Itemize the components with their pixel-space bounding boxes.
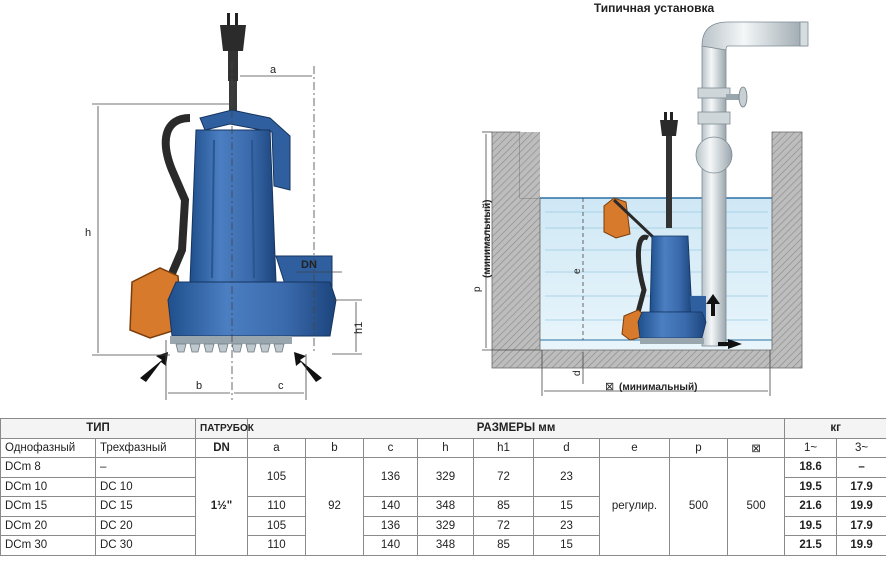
- cell-h1: 72: [473, 515, 534, 536]
- th-tip: ТИП: [0, 418, 196, 439]
- dim-a-label: a: [270, 64, 277, 76]
- dim-c-label: c: [278, 380, 284, 392]
- table-row: DCm 30 DC 30 110 140 348 85 15 21.5 19.9: [0, 535, 886, 556]
- dim-b-label: b: [196, 380, 202, 392]
- th-three: Трехфазный: [95, 437, 196, 458]
- cell-h: 348: [417, 535, 474, 556]
- cell-d: 15: [533, 535, 600, 556]
- cell-d: 15: [533, 496, 600, 517]
- cell-b: 92: [305, 457, 364, 556]
- th-h: h: [417, 437, 474, 458]
- cell-kg1: 19.5: [784, 476, 838, 497]
- cell-kg1: 21.6: [784, 496, 838, 517]
- cell-d: 23: [533, 515, 600, 536]
- cell-c: 140: [363, 535, 418, 556]
- cell-a: 105: [247, 457, 306, 497]
- th-h1: h1: [473, 437, 534, 458]
- th-single: Однофазный: [0, 437, 96, 458]
- th-e: e: [599, 437, 670, 458]
- table-row: DCm 8 – 1½" 105 92 136 329 72 23 регулир…: [0, 457, 886, 556]
- cell-h: 348: [417, 496, 474, 517]
- header-row-2: Однофазный Трехфазный DN a b c h h1 d e …: [0, 437, 886, 458]
- cell-three: DC 15: [95, 496, 196, 517]
- cell-h: 329: [417, 515, 474, 536]
- cell-dn: 1½": [195, 457, 248, 556]
- cell-kg1: 19.5: [784, 515, 838, 536]
- install-title: Типичная установка: [594, 1, 715, 15]
- cell-h1: 85: [473, 496, 534, 517]
- th-a: a: [247, 437, 306, 458]
- th-p: p: [669, 437, 728, 458]
- cell-p: 500: [669, 457, 728, 556]
- dim-e-label: e: [572, 268, 583, 274]
- cell-single: DCm 15: [0, 496, 96, 517]
- inlet-arrow-right-icon: [294, 352, 322, 382]
- th-b: b: [305, 437, 364, 458]
- cell-h: 329: [417, 457, 474, 497]
- cell-a: 105: [247, 515, 306, 536]
- dim-p-note: (минимальный): [482, 200, 493, 278]
- cell-a: 110: [247, 496, 306, 517]
- cell-kg1: 18.6: [784, 457, 838, 478]
- th-razmery: РАЗМЕРЫ мм: [246, 418, 786, 439]
- dim-h-label: h: [85, 227, 91, 239]
- pump-dimension-drawing: a h DN h1 b c: [85, 13, 365, 400]
- header-row-1: ТИП ПАТРУБОК РАЗМЕРЫ мм кг: [0, 418, 886, 439]
- cell-h1: 85: [473, 535, 534, 556]
- spec-table: ТИП ПАТРУБОК РАЗМЕРЫ мм кг Однофазный Тр…: [0, 418, 886, 556]
- inlet-arrow-left-icon: [140, 352, 168, 382]
- th-c: c: [363, 437, 418, 458]
- inlet-arrow-small-icon: [718, 339, 742, 349]
- dim-h1-label: h1: [353, 322, 365, 334]
- cell-h1: 72: [473, 457, 534, 497]
- cell-kg3: 17.9: [836, 476, 886, 497]
- th-sq: ⊠: [726, 437, 786, 458]
- plug-icon: [220, 13, 246, 81]
- dim-d-label: d: [572, 370, 583, 376]
- small-pump: [603, 112, 707, 344]
- pump-body: [189, 129, 277, 283]
- cell-single: DCm 8: [0, 457, 96, 478]
- th-patrubok: ПАТРУБОК: [195, 418, 254, 439]
- cell-d: 23: [533, 457, 600, 497]
- th-kg: кг: [784, 418, 886, 439]
- table-row: 19.5 17.9: [1, 476, 886, 497]
- dim-sq-note: (минимальный): [619, 382, 697, 393]
- cell-c: 136: [363, 515, 418, 536]
- cell-kg3: –: [836, 457, 886, 478]
- cell-c: 140: [363, 496, 418, 517]
- technical-drawings: a h DN h1 b c Типичная установка: [85, 1, 809, 400]
- dim-dn-label: DN: [301, 259, 317, 271]
- th-kg3: 3~: [836, 437, 886, 458]
- th-d: d: [533, 437, 600, 458]
- installation-drawing: Типичная установка: [472, 1, 809, 396]
- cell-kg1: 21.5: [784, 535, 838, 556]
- cell-three: –: [95, 457, 196, 478]
- dim-sq-label: ⊠: [605, 381, 614, 393]
- cell-single: DCm 30: [0, 535, 96, 556]
- flow-arrow-icon: [706, 294, 720, 316]
- cell-kg3: 19.9: [836, 535, 886, 556]
- discharge-pipe: [695, 21, 809, 347]
- cell-kg3: 19.9: [836, 496, 886, 517]
- cell-e: регулир.: [599, 457, 670, 556]
- cell-three: DC 30: [95, 535, 196, 556]
- cell-single: DCm 10: [0, 476, 96, 497]
- cell-a: 110: [247, 535, 306, 556]
- cell-c: 136: [363, 457, 418, 497]
- table-row: DCm 20 DC 20 105 136 329 72 23 19.5 17.9: [0, 515, 886, 536]
- cell-single: DCm 20: [0, 515, 96, 536]
- cell-three: DC 10: [95, 476, 196, 497]
- th-dn: DN: [195, 437, 248, 458]
- cell-kg3: 17.9: [836, 515, 886, 536]
- dim-p-label: p: [472, 286, 483, 292]
- cell-three: DC 20: [95, 515, 196, 536]
- cell-sq: 500: [726, 457, 786, 556]
- th-kg1: 1~: [784, 437, 838, 458]
